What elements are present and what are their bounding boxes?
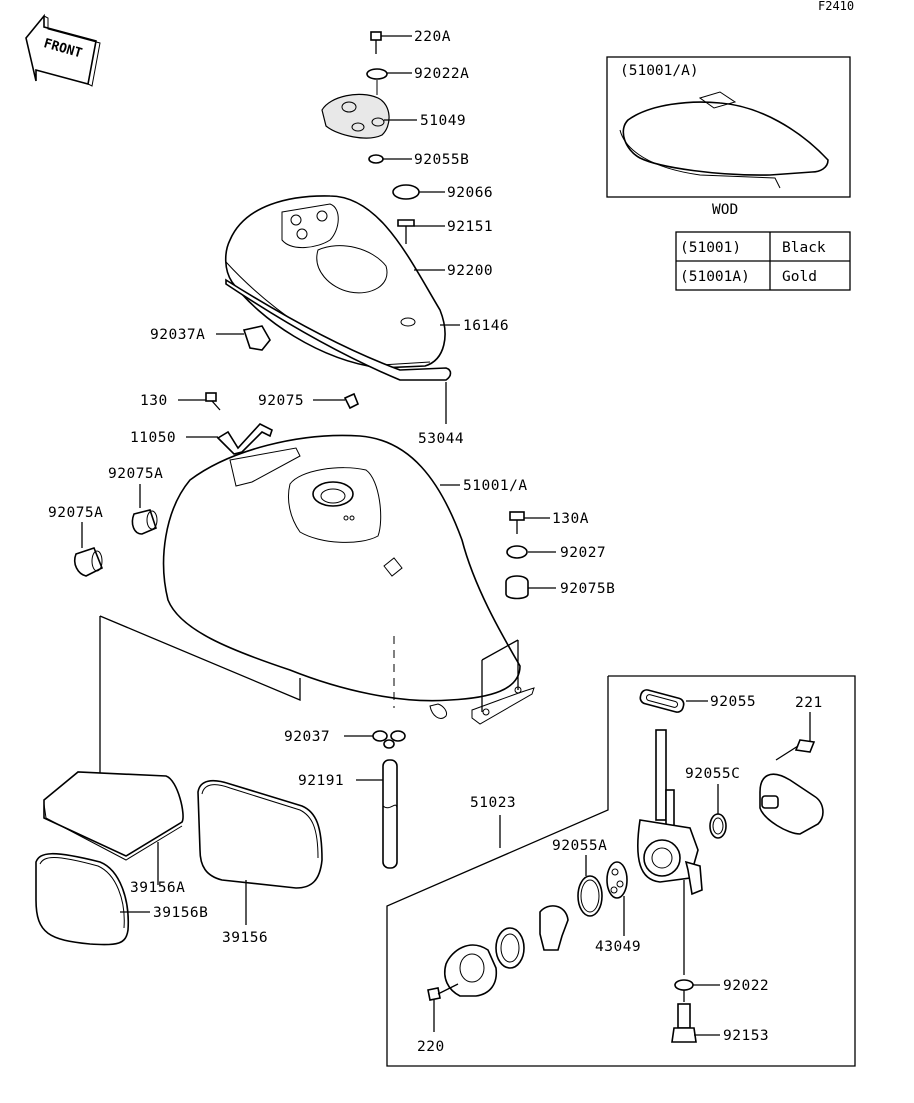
mount-bolt-parts: [505, 511, 529, 600]
label-92022: 92022: [723, 978, 769, 994]
label-51001A: 51001/A: [463, 478, 528, 494]
inset-panel: (51001/A) WOD: [606, 56, 851, 218]
inset-title: (51001/A): [620, 63, 699, 79]
part-labels: 220A 92022A 51049 92055B 92066 92151 922…: [48, 29, 823, 1055]
label-220A: 220A: [414, 29, 451, 45]
label-92055B: 92055B: [414, 152, 469, 168]
label-92055A: 92055A: [552, 838, 607, 854]
color-table-part-1: (51001): [680, 240, 741, 256]
inset-caption: WOD: [712, 202, 738, 218]
label-220: 220: [417, 1039, 445, 1055]
small-bracket-parts: [205, 325, 360, 455]
fuel-cock-group: [386, 675, 856, 1067]
color-table: (51001) Black (51001A) Gold: [675, 231, 851, 291]
top-cover-parts: [321, 31, 420, 275]
label-53044: 53044: [418, 431, 464, 447]
label-51023: 51023: [470, 795, 516, 811]
label-39156B: 39156B: [153, 905, 208, 921]
label-92075A-lower: 92075A: [48, 505, 103, 521]
label-39156: 39156: [222, 930, 268, 946]
label-130: 130: [140, 393, 168, 409]
color-table-part-2: (51001A): [680, 269, 750, 285]
label-92066: 92066: [447, 185, 493, 201]
label-92027: 92027: [560, 545, 606, 561]
label-92191: 92191: [298, 773, 344, 789]
label-92055C: 92055C: [685, 766, 740, 782]
label-92055: 92055: [710, 694, 756, 710]
label-92200: 92200: [447, 263, 493, 279]
tank-cover: [224, 195, 452, 381]
label-92075: 92075: [258, 393, 304, 409]
label-16146: 16146: [463, 318, 509, 334]
label-92037: 92037: [284, 729, 330, 745]
drain-hose-parts: [372, 730, 406, 869]
label-39156A: 39156A: [130, 880, 185, 896]
label-51049: 51049: [420, 113, 466, 129]
side-covers: [35, 771, 323, 946]
leader-lines: [81, 35, 811, 1036]
color-table-color-1: Black: [782, 240, 826, 256]
figure-code: F2410: [818, 0, 854, 13]
label-92022A: 92022A: [414, 66, 469, 82]
label-92153: 92153: [723, 1028, 769, 1044]
front-arrow-icon: FRONT: [25, 13, 101, 87]
label-130A: 130A: [552, 511, 589, 527]
fuel-tank: [99, 434, 535, 780]
label-43049: 43049: [595, 939, 641, 955]
label-11050: 11050: [130, 430, 176, 446]
color-table-color-2: Gold: [782, 269, 817, 285]
label-92151: 92151: [447, 219, 493, 235]
label-92075A-upper: 92075A: [108, 466, 163, 482]
label-221: 221: [795, 695, 823, 711]
label-92075B: 92075B: [560, 581, 615, 597]
label-92037A: 92037A: [150, 327, 205, 343]
rubber-cushions: [73, 509, 158, 577]
